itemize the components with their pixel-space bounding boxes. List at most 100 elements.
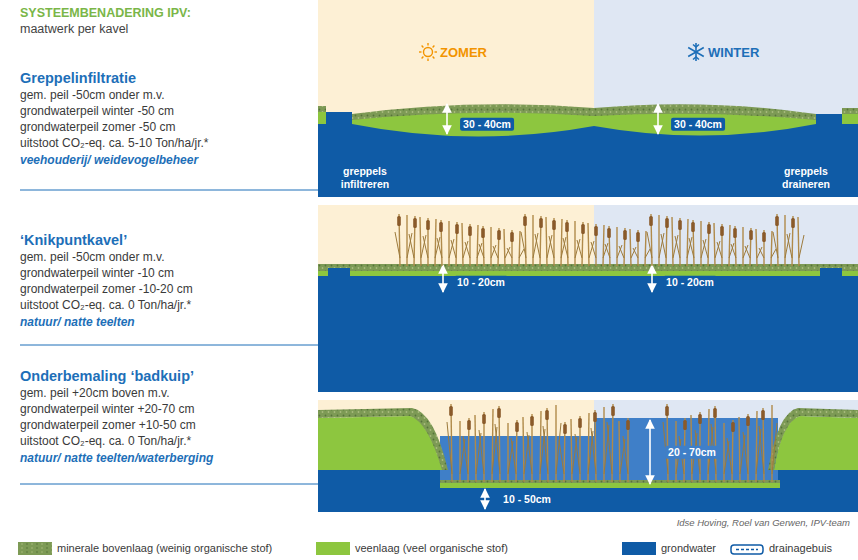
legend-item: veenlaag (veel organische stof) (316, 540, 508, 556)
legend-item: grondwater (622, 540, 716, 556)
reed-plant (492, 409, 497, 482)
reed-plant (482, 414, 486, 424)
legend-texture (36, 543, 38, 545)
row-greppelinfiltratie (318, 110, 326, 124)
reed-plant (772, 405, 777, 482)
reed-plant (772, 423, 777, 474)
row-knikpuntkavel (318, 205, 858, 392)
dimension-label: 30 - 40cm (460, 118, 514, 131)
reed-plant (532, 215, 533, 266)
legend-texture (41, 547, 43, 549)
reed-plant (574, 221, 575, 266)
season-band: ZOMER (318, 40, 594, 64)
reed-plant (449, 406, 453, 416)
reed-plant (448, 221, 449, 266)
reed-plant (591, 428, 596, 474)
reed-plant (791, 218, 795, 228)
reed-plant (745, 228, 753, 266)
reed-plant (519, 231, 520, 266)
reed-plant (720, 226, 724, 236)
reed-plant (603, 225, 604, 266)
sun-icon (422, 46, 424, 48)
reed-plant (495, 406, 501, 482)
reed-plant (761, 410, 765, 420)
reed-plant (511, 438, 516, 474)
row-knikpuntkavel (442, 265, 444, 292)
reed-plant (420, 217, 421, 266)
reed-plant (409, 216, 417, 266)
reed-plant (460, 421, 465, 482)
reed-plant (594, 226, 598, 236)
drainpipe-symbol (731, 545, 763, 554)
reed-plant (689, 220, 695, 266)
row-detail: grondwaterpeil zomer -50 cm (20, 120, 175, 134)
reed-plant (623, 436, 628, 474)
reed-plant (762, 232, 766, 242)
reed-plant (481, 228, 485, 238)
legend-texture (46, 547, 48, 549)
reed-plant (556, 405, 561, 482)
legend-texture (21, 543, 23, 545)
row-badkuip (318, 408, 448, 470)
reed-plant (546, 217, 547, 266)
reed-plant (707, 224, 711, 234)
reed-plant (581, 224, 585, 234)
reed-plant (773, 214, 779, 266)
reed-plant (672, 217, 678, 266)
reed-plant (409, 234, 414, 258)
legend-texture (51, 547, 52, 549)
row-knikpuntkavel (318, 205, 858, 392)
reed-plant (497, 230, 501, 240)
reed-plant (479, 412, 486, 482)
legend-texture (26, 543, 28, 545)
land-use-label: veehouderij/ weidevogelbeheer (20, 153, 198, 167)
reed-plant (724, 423, 729, 482)
reed-plant (714, 223, 720, 266)
ditch-label: greppels infiltreren (329, 165, 401, 190)
legend-texture (18, 542, 52, 555)
reed-plant (561, 219, 562, 266)
credit-note: Idse Hoving, Roel van Gerwen, IPV-team (677, 517, 850, 528)
reed-plant (479, 244, 484, 258)
reed-plant (447, 422, 452, 474)
row-detail: grondwaterpeil winter +20-70 cm (20, 402, 194, 416)
row-badkuip (649, 420, 651, 484)
reed-plant (552, 220, 556, 230)
reed-plant (687, 219, 688, 266)
reed-plant (539, 218, 543, 228)
reed-plant (395, 232, 400, 258)
reed-plant (451, 222, 459, 266)
reed-plant (463, 418, 471, 482)
reed-plant (508, 423, 513, 482)
reed-plant (636, 232, 640, 242)
snowflake-icon (688, 48, 704, 57)
reed-plant (733, 228, 737, 238)
reed-plant (739, 417, 745, 482)
row-badkuip (768, 408, 858, 470)
reed-plant (507, 248, 512, 258)
reed-plant (798, 217, 799, 266)
reed-plant (521, 232, 526, 258)
row-detail: uitstoot CO₂-eq. ca. 0 Ton/ha/jr.* (20, 434, 191, 448)
reed-plant (619, 228, 627, 266)
row-detail: grondwaterpeil zomer -10-20 cm (20, 282, 193, 296)
snowflake-icon (693, 45, 699, 60)
legend-texture (51, 543, 52, 545)
reed-plant (607, 228, 611, 238)
reed-plant (672, 217, 673, 266)
reed-plant (540, 411, 545, 482)
reed-plant (727, 420, 735, 482)
row-badkuip (594, 418, 778, 484)
reed-plant (630, 229, 631, 266)
row-badkuip (484, 489, 486, 509)
row-detail: gem. peil -50cm onder m.v. (20, 88, 165, 102)
reed-plant (575, 434, 580, 474)
reed-plant (527, 432, 532, 474)
sun-icon (435, 51, 438, 52)
row-detail: gem. peil -50cm onder m.v. (20, 250, 165, 264)
reed-plant (717, 242, 722, 258)
row-badkuip (440, 480, 780, 483)
legend-texture (41, 543, 43, 545)
reed-plant (426, 220, 430, 230)
reed-plant (406, 215, 407, 266)
